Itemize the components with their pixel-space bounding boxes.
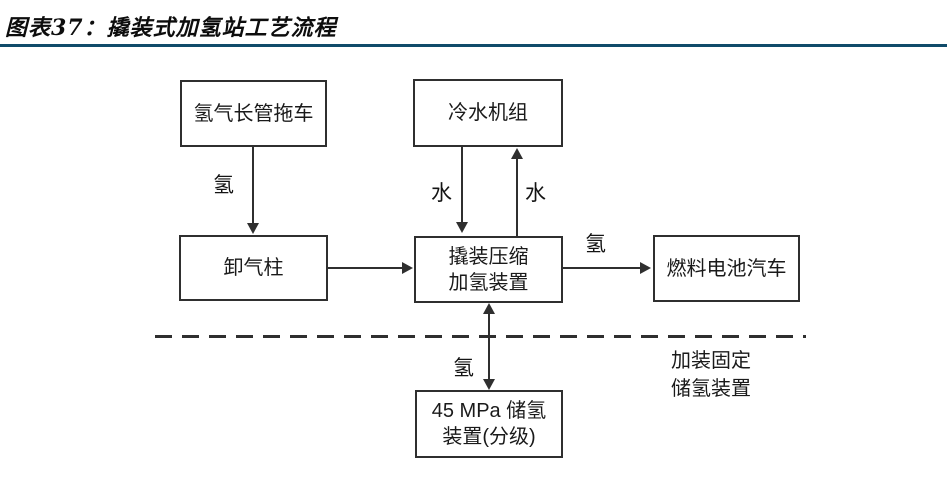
node-45mpa-hydrogen-storage: 45 MPa 储氢 装置(分级) — [415, 390, 563, 458]
flow-label-water-out: 水 — [431, 182, 452, 205]
arrow-compressor-to-vehicle-head-icon — [640, 262, 651, 274]
flow-label-water-return: 水 — [525, 182, 546, 205]
arrow-chiller-water-out-line — [461, 147, 463, 223]
arrow-unloading-to-compressor-line — [328, 267, 404, 269]
boundary-dashed-line — [155, 335, 806, 338]
node-fuel-cell-vehicle: 燃料电池汽车 — [653, 235, 800, 302]
arrow-compressor-to-vehicle-line — [563, 267, 641, 269]
figure-title: 图表37：撬装式加氢站工艺流程 — [5, 15, 337, 41]
node-label: 冷水机组 — [448, 102, 528, 124]
arrow-compressor-storage-line — [488, 312, 490, 382]
node-skid-compression-refueling-unit: 撬装压缩 加氢装置 — [414, 236, 563, 303]
node-hydrogen-tube-trailer: 氢气长管拖车 — [180, 80, 327, 147]
node-label: 氢气长管拖车 — [193, 102, 314, 125]
arrow-trailer-to-unloading-head-icon — [247, 223, 259, 234]
node-label-line2: 加氢装置 — [448, 271, 529, 294]
node-gas-unloading-column: 卸气柱 — [179, 235, 328, 301]
note-fixed-storage: 加装固定 储氢装置 — [671, 347, 751, 403]
arrow-chiller-water-out-head-icon — [456, 222, 468, 233]
arrow-water-return-line — [516, 158, 518, 236]
node-label-line1: 45 MPa 储氢 — [431, 400, 547, 422]
node-chiller-unit: 冷水机组 — [413, 79, 563, 147]
node-label-line1: 撬装压缩 — [448, 245, 529, 268]
flow-label-hydrogen-1: 氢 — [213, 174, 234, 197]
flow-label-hydrogen-3: 氢 — [453, 357, 474, 380]
arrow-water-return-head-icon — [511, 148, 523, 159]
flow-label-hydrogen-2: 氢 — [585, 233, 606, 256]
note-line2: 储氢装置 — [671, 378, 751, 400]
note-line1: 加装固定 — [671, 350, 751, 372]
node-label: 卸气柱 — [223, 257, 284, 279]
arrow-unloading-to-compressor-head-icon — [402, 262, 413, 274]
arrow-compressor-storage-down-head-icon — [483, 379, 495, 390]
node-label: 燃料电池汽车 — [666, 257, 787, 280]
node-label-line2: 装置(分级) — [442, 426, 536, 448]
arrow-trailer-to-unloading-line — [252, 147, 254, 225]
header-rule — [0, 44, 947, 47]
arrow-compressor-storage-up-head-icon — [483, 303, 495, 314]
